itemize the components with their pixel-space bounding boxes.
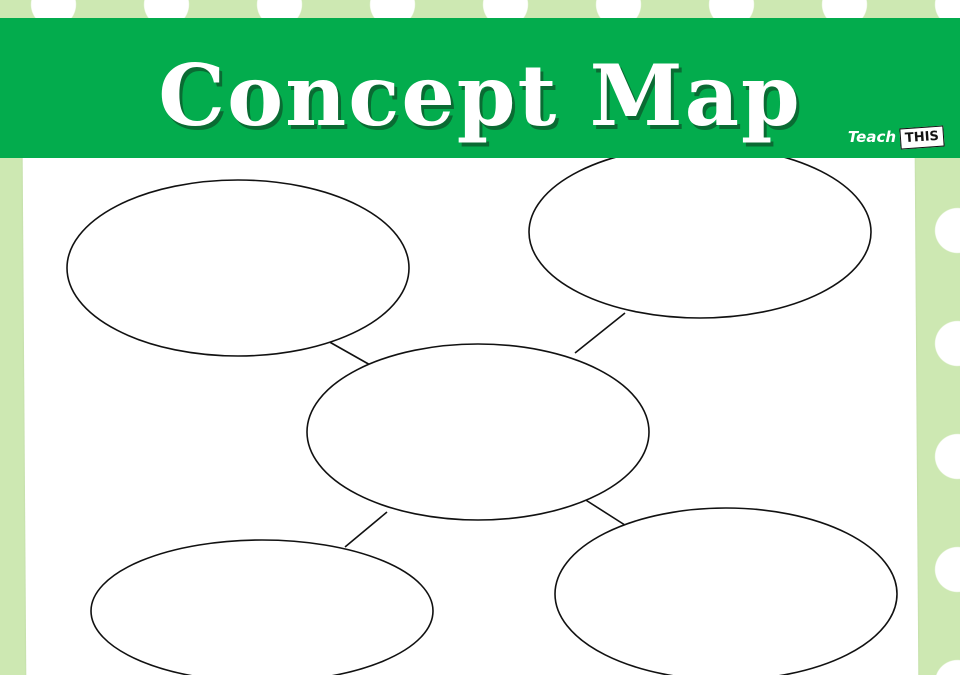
concept-node-top-left[interactable] [66,179,410,357]
teach-this-logo: Teach THIS [847,124,945,150]
concept-node-center[interactable] [306,343,650,521]
concept-node-bottom-left[interactable] [90,539,434,675]
concept-node-top-right[interactable] [528,145,872,319]
connector-center-top-right [574,312,626,354]
connector-center-bottom-left [344,511,388,548]
concept-node-bottom-right[interactable] [554,507,898,675]
connector-center-top-left [325,339,373,367]
logo-this-text: THIS [899,124,945,150]
title-banner: Concept Map Teach THIS [0,18,960,158]
page-title: Concept Map [158,46,802,145]
connector-center-bottom-right [580,496,629,528]
logo-teach-text: Teach [847,128,897,146]
